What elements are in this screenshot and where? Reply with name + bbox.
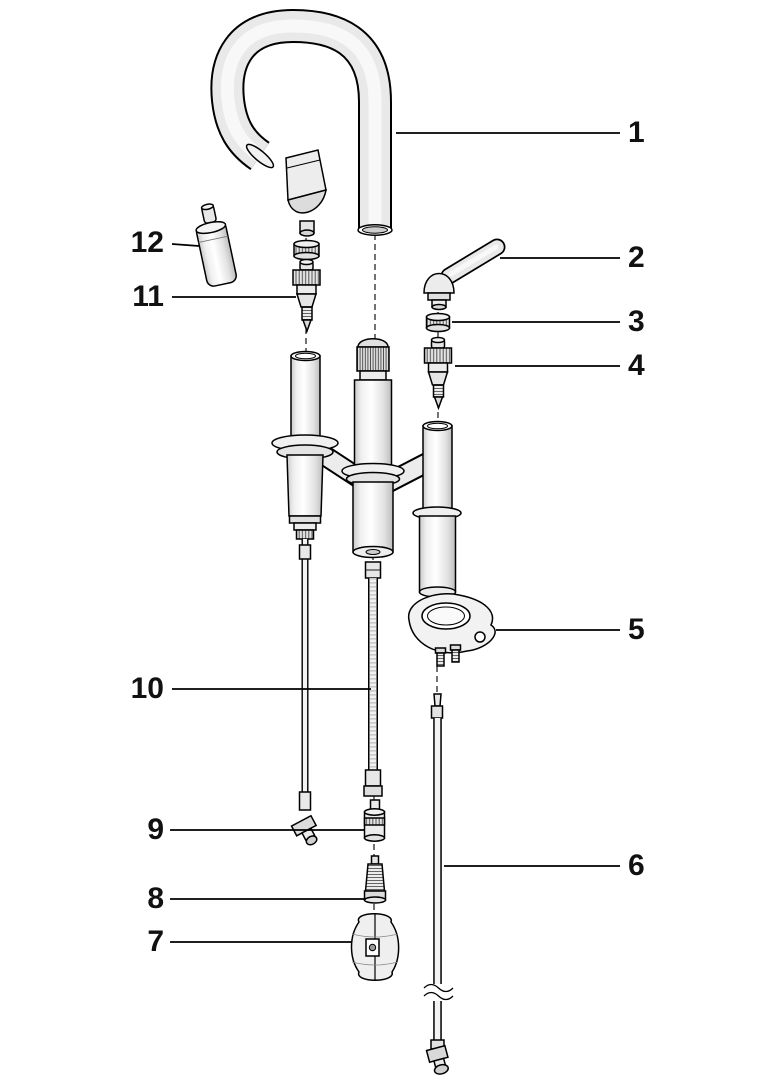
part-cartridge-11 xyxy=(292,258,321,334)
callout-8: 8 xyxy=(147,882,164,915)
callout-5: 5 xyxy=(628,613,645,646)
leader-line-12 xyxy=(171,243,200,247)
part-center-body xyxy=(341,338,405,559)
part-spray-head xyxy=(285,149,327,237)
part-screw-8 xyxy=(363,855,387,904)
part-weight-7 xyxy=(350,913,400,981)
part-handle-2 xyxy=(423,238,506,311)
callout-10: 10 xyxy=(130,672,164,705)
part-handle-12 xyxy=(195,203,237,287)
part-supply-tube-6 xyxy=(423,693,454,1075)
leader-lines xyxy=(170,132,620,943)
callout-4: 4 xyxy=(628,349,645,382)
part-valve-body-right xyxy=(412,420,462,598)
part-spout xyxy=(210,8,393,236)
callout-1: 1 xyxy=(628,116,645,149)
callout-6: 6 xyxy=(628,849,645,882)
part-hose-10 xyxy=(363,561,383,797)
part-nut-3 xyxy=(425,312,451,333)
callout-3: 3 xyxy=(628,305,645,338)
callout-7: 7 xyxy=(147,925,164,958)
callout-9: 9 xyxy=(147,813,164,846)
callout-2: 2 xyxy=(628,241,645,274)
callout-11: 11 xyxy=(132,280,164,313)
part-knurled-ring-left xyxy=(293,239,320,261)
part-escutcheon-5 xyxy=(408,593,496,667)
part-valve-body-left xyxy=(271,350,339,846)
part-coupler-9 xyxy=(363,799,386,842)
callout-12: 12 xyxy=(130,226,164,259)
part-cartridge-4 xyxy=(423,336,453,411)
